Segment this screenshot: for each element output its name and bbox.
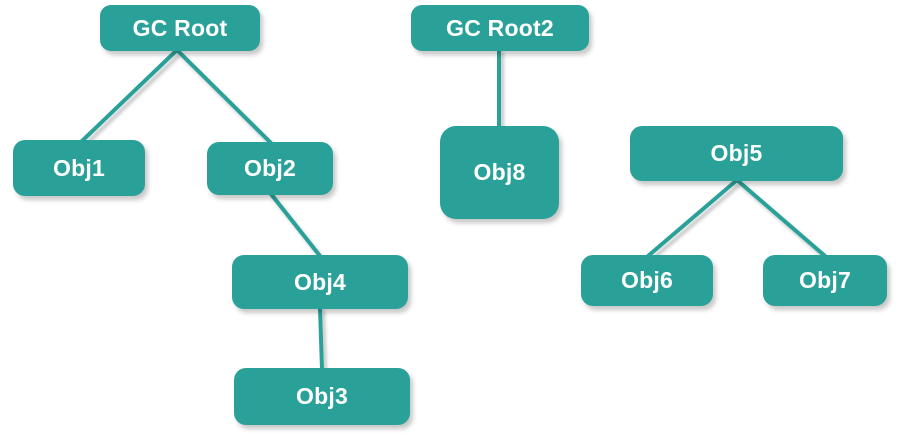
- node-label-obj1: Obj1: [53, 154, 105, 181]
- edge-obj5-obj7: [735, 178, 827, 258]
- node-label-obj4: Obj4: [294, 268, 346, 295]
- node-label-gc-root2: GC Root2: [446, 14, 554, 41]
- node-obj8[interactable]: Obj8: [440, 126, 559, 219]
- node-obj7[interactable]: Obj7: [763, 255, 887, 306]
- node-label-obj8: Obj8: [473, 159, 526, 185]
- node-obj1[interactable]: Obj1: [13, 140, 145, 196]
- node-obj2[interactable]: Obj2: [207, 142, 333, 195]
- node-label-gc-root: GC Root: [132, 14, 228, 41]
- edge-gcroot-obj2: [175, 48, 273, 145]
- node-obj5[interactable]: Obj5: [630, 126, 843, 181]
- node-obj3[interactable]: Obj3: [234, 368, 410, 425]
- edge-obj4-obj3: [318, 306, 324, 371]
- node-obj6[interactable]: Obj6: [581, 255, 713, 306]
- node-label-obj5: Obj5: [710, 140, 763, 166]
- node-label-obj7: Obj7: [799, 267, 851, 293]
- node-label-obj6: Obj6: [621, 267, 673, 293]
- node-gc-root2[interactable]: GC Root2: [411, 5, 589, 51]
- edge-obj2-obj4: [269, 192, 322, 258]
- node-obj4[interactable]: Obj4: [232, 255, 408, 309]
- edge-obj5-obj6: [646, 178, 739, 258]
- node-label-obj2: Obj2: [244, 155, 296, 181]
- node-gc-root[interactable]: GC Root: [100, 5, 260, 51]
- edge-gcroot-obj1: [80, 48, 179, 143]
- node-label-obj3: Obj3: [296, 383, 348, 409]
- connector-lines: [80, 48, 827, 371]
